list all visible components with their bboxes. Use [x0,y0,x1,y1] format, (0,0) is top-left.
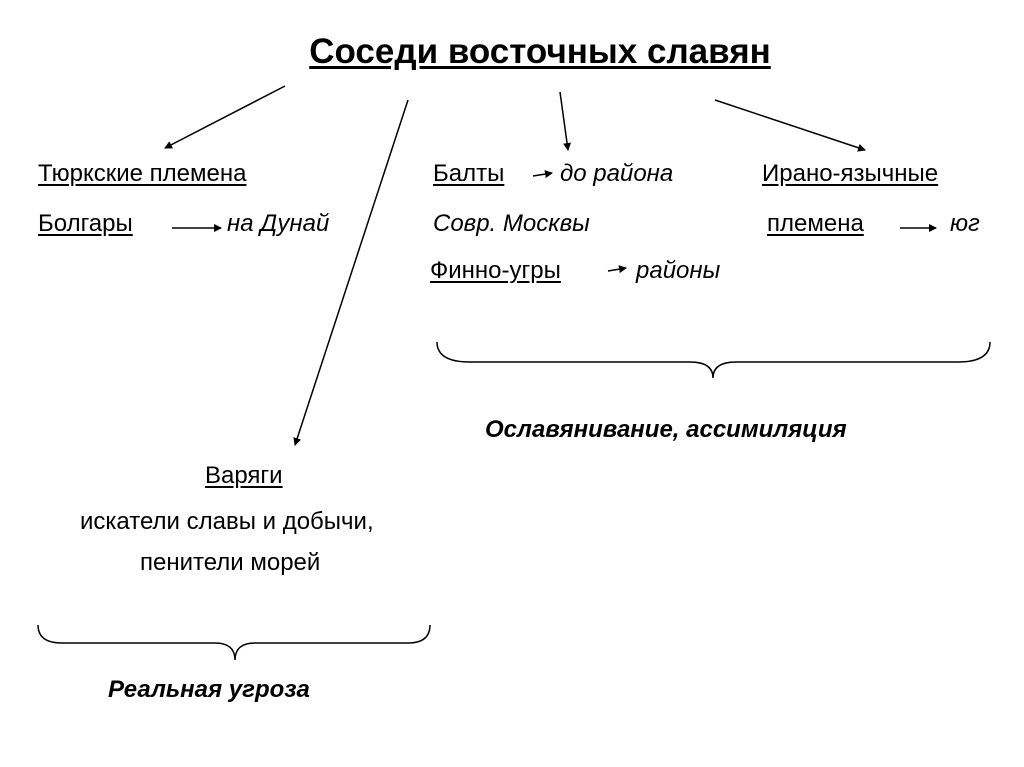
assimilation-label: Ославянивание, ассимиляция [485,416,847,443]
arrow-balts [532,170,553,179]
arrow-to-varangians [293,99,409,446]
brace-assimilation [436,341,991,379]
bulgars-label: Болгары [38,210,133,237]
varangians-label: Варяги [205,462,283,489]
balts-destination-line1: до района [560,160,674,187]
turkic-heading: Тюркские племена [38,160,247,187]
arrow-to-turkic [164,85,286,149]
brace-threat [37,624,431,661]
finno-ugric-destination: районы [636,257,721,284]
iranian-label-line1: Ирано-язычные [762,160,939,187]
varangians-description-line1: искатели славы и добычи, [80,508,374,535]
bulgars-destination: на Дунай [227,210,330,237]
iranian-destination: юг [950,210,980,237]
page-title: Соседи восточных славян [309,32,771,71]
varangians-description-line2: пенители морей [140,549,321,576]
iranian-label-line2: племена [767,210,864,237]
balts-label: Балты [433,160,505,187]
threat-label: Реальная угроза [108,676,310,703]
arrow-finno-ugric [607,265,627,274]
arrow-to-iranian [714,99,866,152]
arrow-to-balts [559,91,572,151]
balts-destination-line2: Совр. Москвы [433,210,590,237]
finno-ugric-label: Финно-угры [430,257,561,284]
